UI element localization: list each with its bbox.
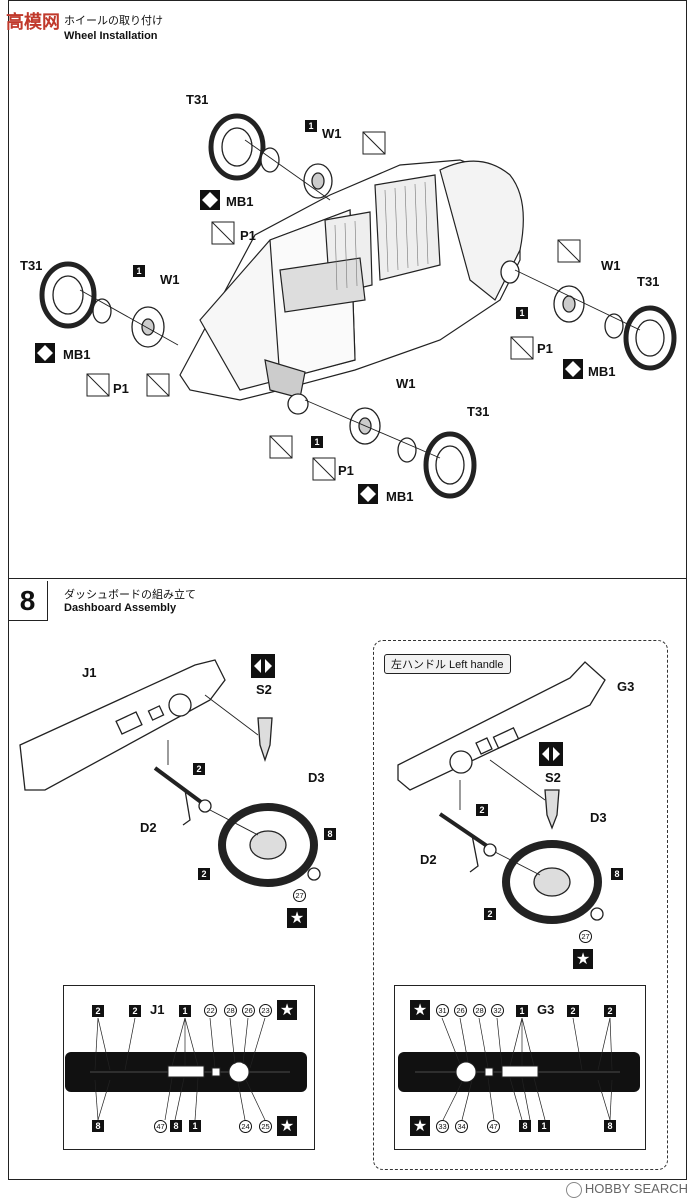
logo-text: 高模网	[6, 12, 60, 33]
part-28-b: 28	[473, 1004, 486, 1017]
label-p1-a: P1	[240, 228, 256, 243]
label-w1-a: W1	[322, 126, 342, 141]
star-mark-b: ★	[573, 949, 593, 969]
badge-2-c: 2	[476, 804, 488, 816]
label-w1-c: W1	[601, 258, 621, 273]
badge-1-e: 1	[179, 1005, 191, 1017]
part-26-b: 26	[454, 1004, 467, 1017]
part-22: 22	[204, 1004, 217, 1017]
badge-8-b: 8	[611, 868, 623, 880]
part-26-a: 26	[242, 1004, 255, 1017]
left-handle-tag: 左ハンドル Left handle	[384, 654, 511, 674]
part-27-b: 27	[579, 930, 592, 943]
badge-1-a: 1	[305, 120, 317, 132]
part-27-a: 27	[293, 889, 306, 902]
label-mb1-a: MB1	[226, 194, 254, 209]
label-mb1-c: MB1	[588, 364, 616, 379]
detail-panel-right-hand	[63, 985, 315, 1150]
star-mark-a: ★	[287, 908, 307, 928]
badge-1-h: 1	[538, 1120, 550, 1132]
badge-2-e: 2	[92, 1005, 104, 1017]
badge-8-f: 8	[604, 1120, 616, 1132]
badge-1-c: 1	[516, 307, 528, 319]
watermark-text: HOBBY SEARCH	[584, 1181, 688, 1197]
label-t31-a: T31	[186, 92, 209, 107]
label-s2-b: S2	[545, 770, 561, 785]
part-31: 31	[436, 1004, 449, 1017]
label-t31-c: T31	[637, 274, 660, 289]
badge-8-e: 8	[519, 1120, 531, 1132]
badge-8-c: 8	[92, 1120, 104, 1132]
star-mark-c: ★	[277, 1000, 297, 1020]
badge-2-f: 2	[129, 1005, 141, 1017]
label-g3: G3	[617, 679, 635, 694]
badge-1-d: 1	[311, 436, 323, 448]
badge-2-g: 2	[567, 1005, 579, 1017]
label-d3-b: D3	[590, 810, 607, 825]
badge-2-d: 2	[484, 908, 496, 920]
label-s2-a: S2	[256, 682, 272, 697]
badge-2-a: 2	[193, 763, 205, 775]
page-frame	[8, 0, 687, 1180]
label-p1-c: P1	[537, 341, 553, 356]
label-p1-b: P1	[113, 381, 129, 396]
watermark-icon	[565, 1182, 582, 1198]
star-mark-f: ★	[410, 1116, 430, 1136]
step7-title-jp: ホイールの取り付け	[64, 14, 163, 27]
part-24: 24	[239, 1120, 252, 1133]
label-j1: J1	[82, 665, 97, 680]
step-number: 8	[8, 581, 48, 621]
badge-2-b: 2	[198, 868, 210, 880]
star-mark-e: ★	[410, 1000, 430, 1020]
wheel-installation-diagram	[35, 113, 677, 504]
badge-1-f: 1	[189, 1120, 201, 1132]
label-t31-d: T31	[467, 404, 490, 419]
label-d3-a: D3	[308, 770, 325, 785]
part-28-a: 28	[224, 1004, 237, 1017]
badge-8-a: 8	[324, 828, 336, 840]
label-mb1-b: MB1	[63, 347, 91, 362]
part-33: 33	[436, 1120, 449, 1133]
part-47-b: 47	[487, 1120, 500, 1133]
badge-8-d: 8	[170, 1120, 182, 1132]
label-d2-a: D2	[140, 820, 157, 835]
label-j1-detail: J1	[150, 1002, 165, 1017]
part-47-a: 47	[154, 1120, 167, 1133]
label-t31-b: T31	[20, 258, 43, 273]
part-25: 25	[259, 1120, 272, 1133]
part-34: 34	[455, 1120, 468, 1133]
site-logo: 高模网	[6, 8, 60, 34]
star-mark-d: ★	[277, 1116, 297, 1136]
label-g3-detail: G3	[537, 1002, 555, 1017]
left-handle-box	[373, 640, 668, 1170]
label-w1-d: W1	[396, 376, 416, 391]
step7-title-en: Wheel Installation	[64, 30, 158, 42]
part-32: 32	[491, 1004, 504, 1017]
detail-panel-left-hand	[394, 985, 646, 1150]
step8-title-jp: ダッシュボードの組み立て	[64, 588, 196, 601]
label-p1-d: P1	[338, 463, 354, 478]
step-divider	[8, 578, 687, 579]
part-23: 23	[259, 1004, 272, 1017]
badge-1-b: 1	[133, 265, 145, 277]
label-d2-b: D2	[420, 852, 437, 867]
step8-title-en: Dashboard Assembly	[64, 602, 177, 614]
label-mb1-d: MB1	[386, 489, 414, 504]
watermark: HOBBY SEARCH	[565, 1181, 688, 1198]
badge-2-h: 2	[604, 1005, 616, 1017]
label-w1-b: W1	[160, 272, 180, 287]
badge-1-g: 1	[516, 1005, 528, 1017]
